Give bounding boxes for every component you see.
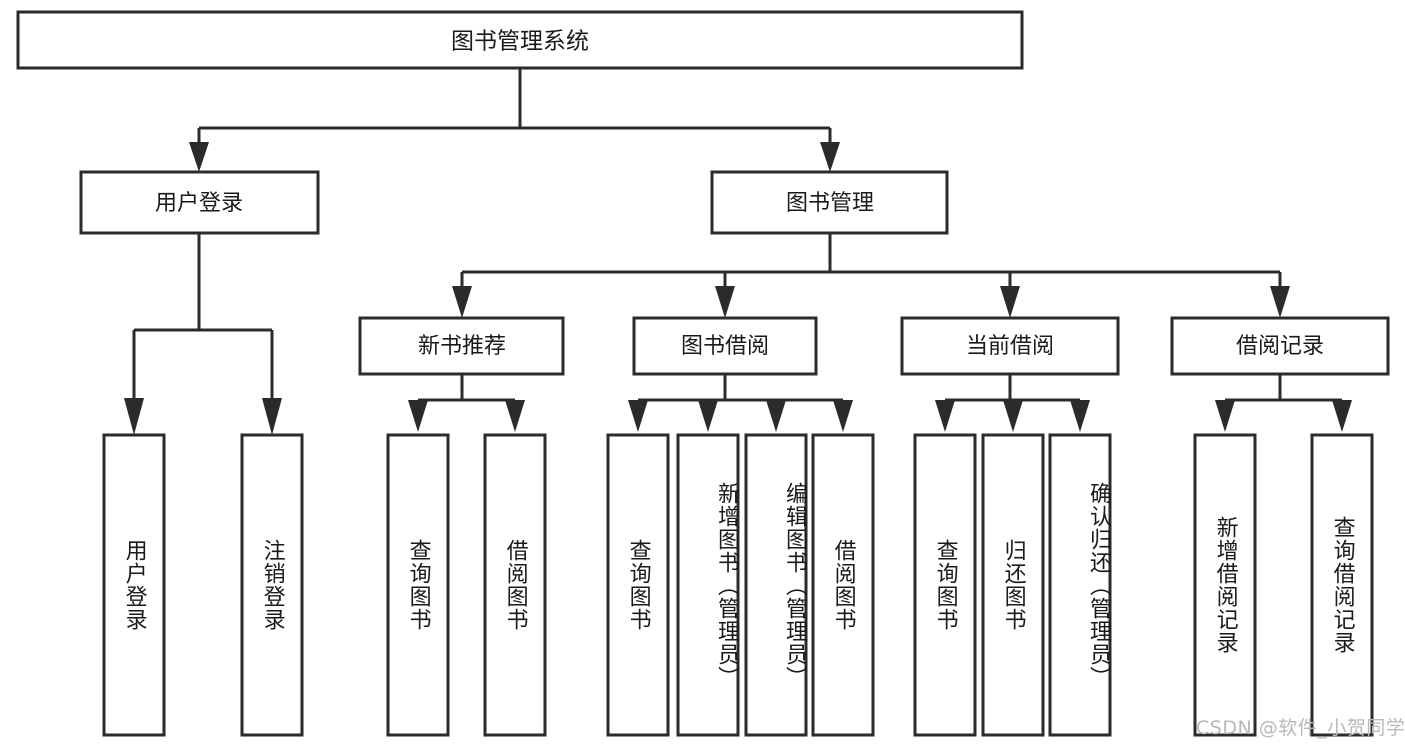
node-leaf-borrow-book-2-box[interactable] xyxy=(811,433,875,737)
arrow-head-leaf-query-book-1 xyxy=(408,400,428,432)
leaf-box-group xyxy=(102,433,1374,737)
connector-group-new-book-recommend xyxy=(408,374,525,432)
node-book-borrow-box[interactable] xyxy=(632,316,818,376)
node-borrow-record[interactable]: 借阅记录 xyxy=(1170,316,1390,376)
connector-group-current-borrow xyxy=(935,374,1090,432)
node-new-book-recommend-label: 新书推荐 xyxy=(418,334,506,359)
node-leaf-return-book-box[interactable] xyxy=(981,433,1045,737)
arrow-head-leaf-return-book xyxy=(1003,400,1023,432)
node-user-login-box[interactable] xyxy=(79,170,320,235)
node-borrow-record-label: 借阅记录 xyxy=(1236,334,1324,359)
node-leaf-query-book-3-box[interactable] xyxy=(913,433,977,737)
arrow-head-leaf-borrow-book-1 xyxy=(505,400,525,432)
arrow-head-leaf-edit-book xyxy=(766,400,786,432)
arrow-head-leaf-query-book-2 xyxy=(628,400,648,432)
node-book-management-label: 图书管理 xyxy=(786,191,874,216)
node-current-borrow-box[interactable] xyxy=(900,316,1120,376)
arrow-head-borrow-record xyxy=(1270,286,1290,318)
node-book-management-box[interactable] xyxy=(710,170,949,235)
connector-group-book-management xyxy=(452,233,1290,318)
node-user-login-label: 用户登录 xyxy=(155,191,243,216)
node-user-login[interactable]: 用户登录 xyxy=(79,170,320,235)
node-leaf-query-record-box[interactable] xyxy=(1310,433,1374,737)
arrow-head-leaf-add-record xyxy=(1215,400,1235,432)
arrow-head-leaf-query-book-3 xyxy=(935,400,955,432)
node-new-book-recommend-box[interactable] xyxy=(358,316,565,376)
node-leaf-confirm-return-box[interactable] xyxy=(1048,433,1112,737)
node-leaf-user-login-box[interactable] xyxy=(102,433,166,737)
connector-group-borrow-record xyxy=(1215,374,1352,432)
node-book-management[interactable]: 图书管理 xyxy=(710,170,949,235)
node-root-label: 图书管理系统 xyxy=(451,29,589,55)
arrow-head-leaf-logout-login xyxy=(262,398,282,435)
node-current-borrow-label: 当前借阅 xyxy=(966,334,1054,359)
arrow-head-leaf-user-login xyxy=(124,398,144,435)
arrow-head-book-management xyxy=(820,142,840,172)
arrow-head-leaf-borrow-book-2 xyxy=(833,400,853,432)
arrow-head-user-login xyxy=(189,142,209,172)
node-current-borrow[interactable]: 当前借阅 xyxy=(900,316,1120,376)
node-leaf-borrow-book-1-box[interactable] xyxy=(483,433,547,737)
node-leaf-add-record-box[interactable] xyxy=(1193,433,1257,737)
node-book-borrow[interactable]: 图书借阅 xyxy=(632,316,818,376)
arrow-head-leaf-confirm-return xyxy=(1070,400,1090,432)
node-leaf-query-book-2-box[interactable] xyxy=(606,433,670,737)
arrow-head-current-borrow xyxy=(1000,286,1020,318)
arrow-head-leaf-add-book xyxy=(698,400,718,432)
node-new-book-recommend[interactable]: 新书推荐 xyxy=(358,316,565,376)
connector-group-root xyxy=(189,68,840,172)
arrow-head-new-book-recommend xyxy=(452,286,472,318)
node-book-borrow-label: 图书借阅 xyxy=(681,334,769,359)
connector-group-book-borrow xyxy=(628,374,853,432)
node-leaf-edit-book-box[interactable] xyxy=(744,433,808,737)
node-root-box[interactable] xyxy=(16,10,1024,70)
node-leaf-logout-login-box[interactable] xyxy=(240,433,304,737)
node-leaf-add-book-box[interactable] xyxy=(676,433,740,737)
node-borrow-record-box[interactable] xyxy=(1170,316,1390,376)
csdn-watermark: CSDN @软件_小贺同学 xyxy=(1196,717,1405,739)
node-leaf-query-book-1-box[interactable] xyxy=(386,433,450,737)
arrow-head-leaf-query-record xyxy=(1332,400,1352,432)
arrow-head-book-borrow xyxy=(715,286,735,318)
connector-group-user-login xyxy=(124,233,282,435)
node-root[interactable]: 图书管理系统 xyxy=(16,10,1024,70)
